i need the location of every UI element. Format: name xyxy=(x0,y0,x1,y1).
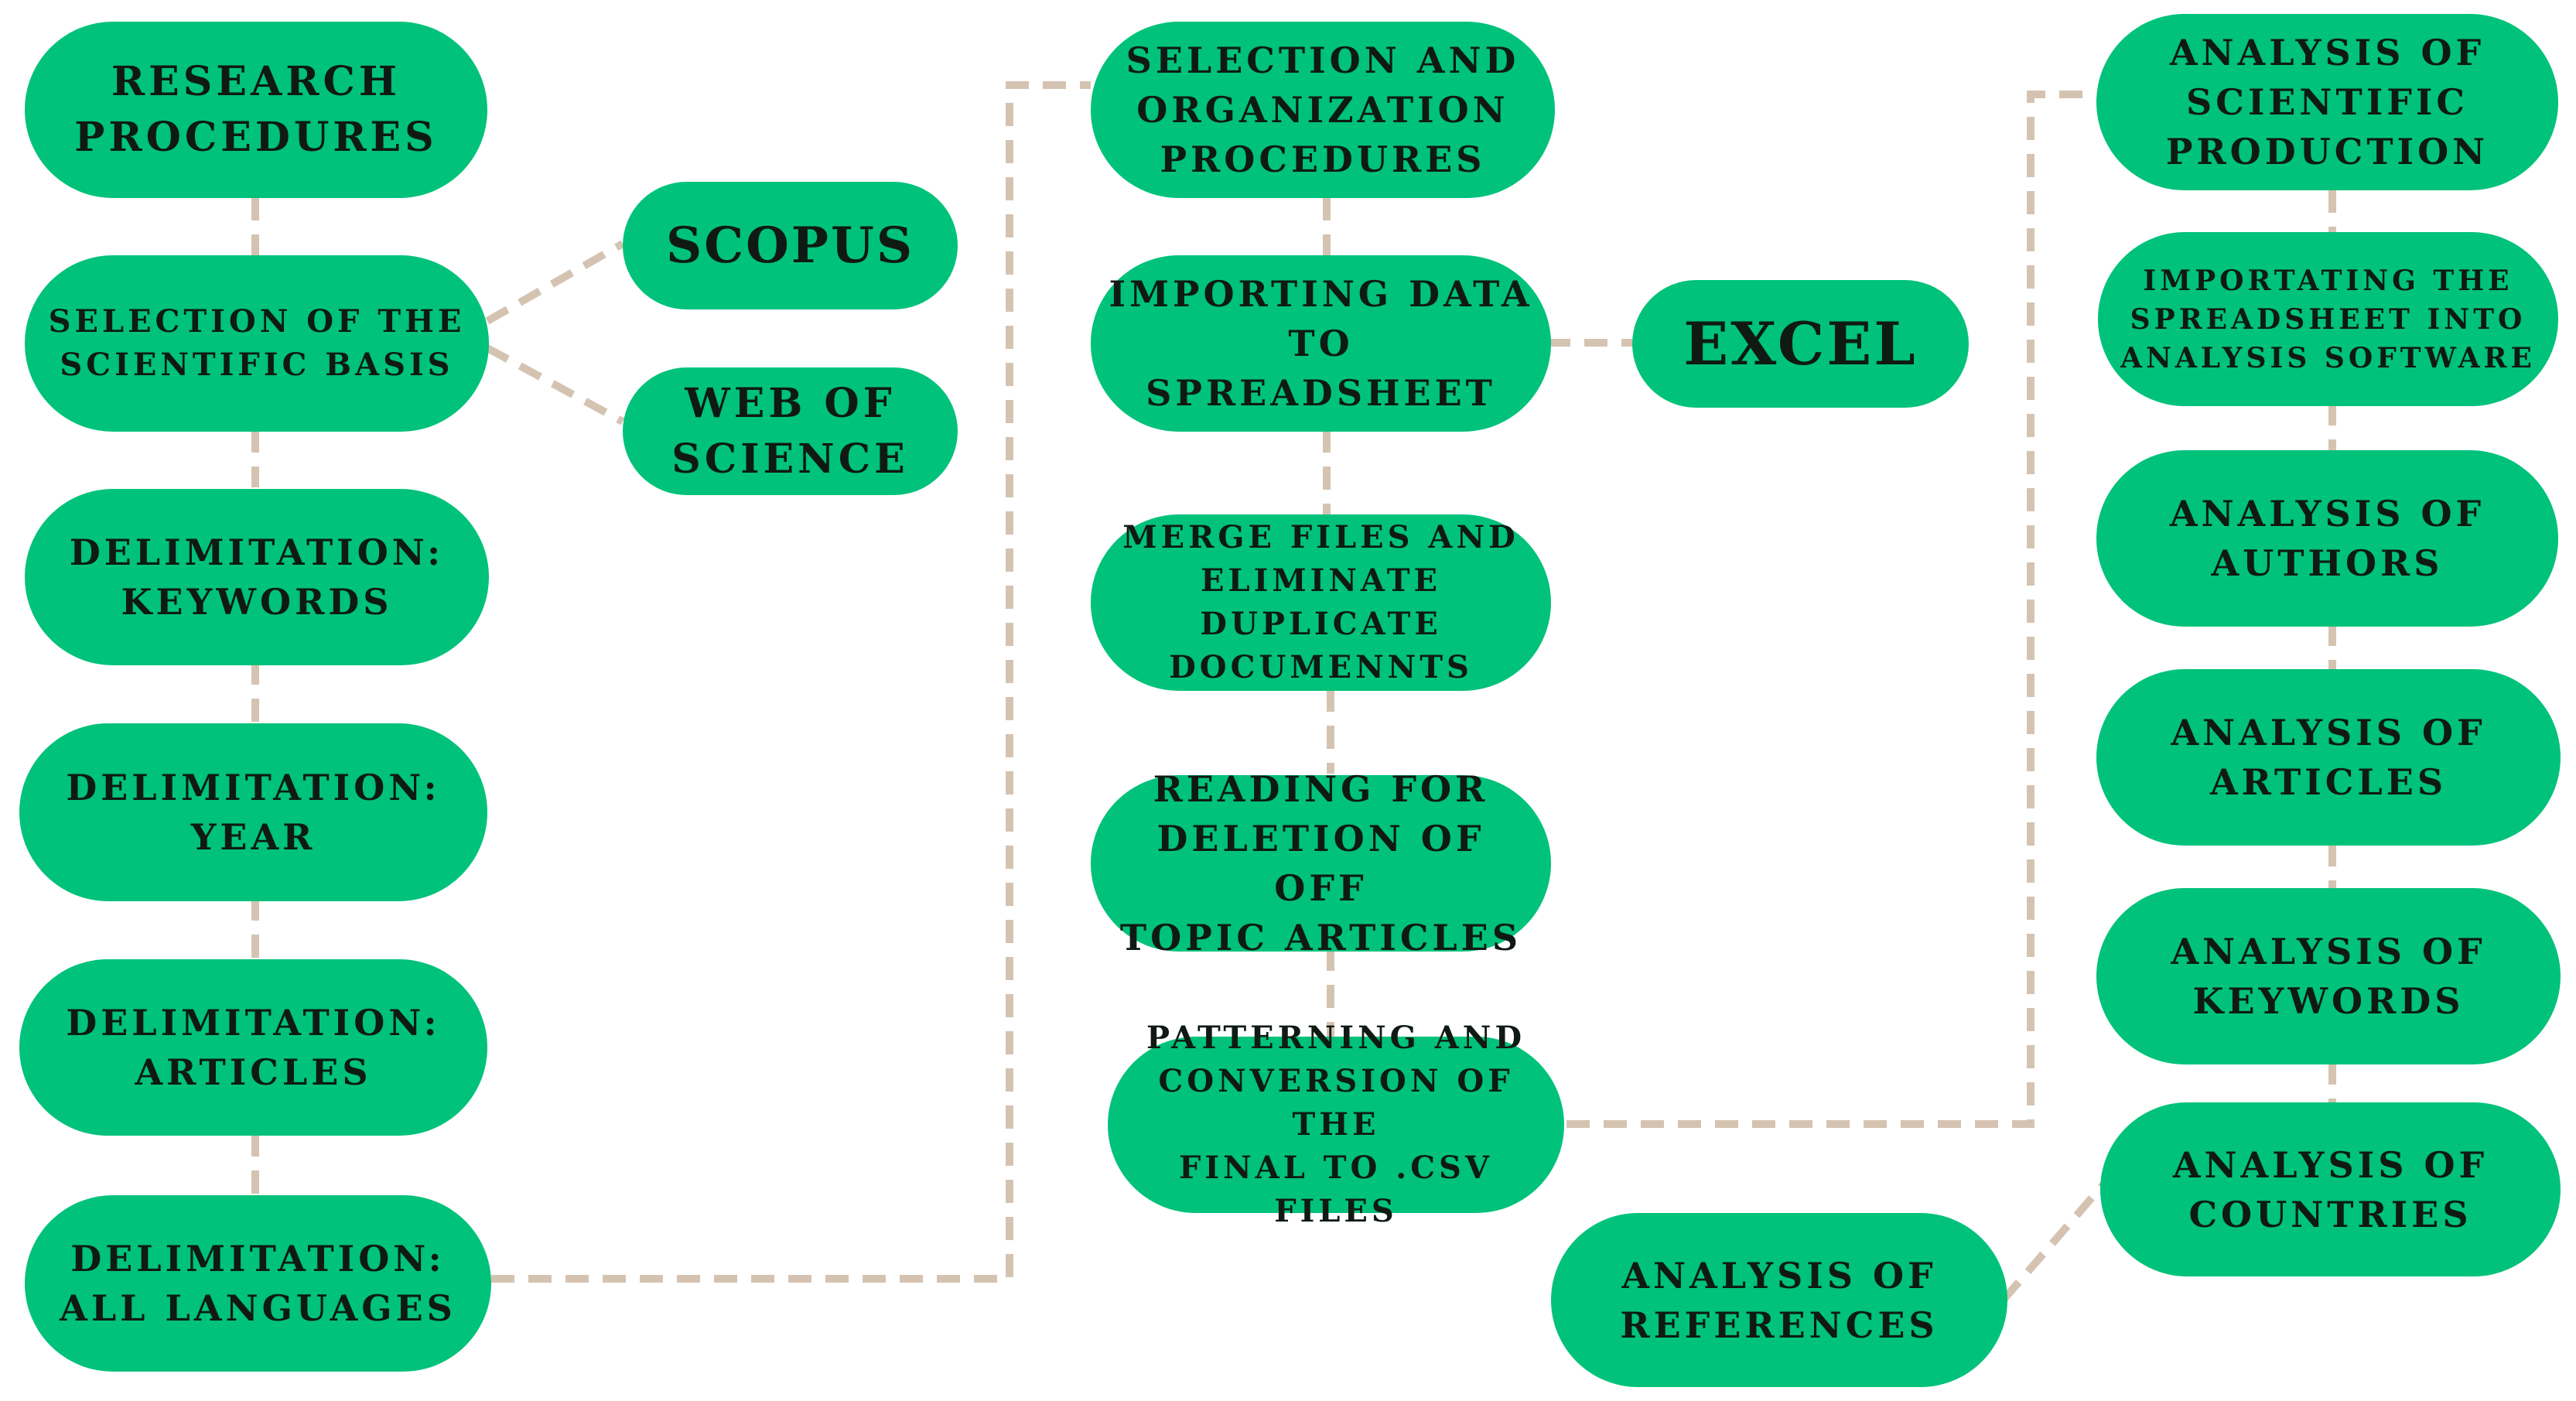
node-reading-for-deletion: READING FOR DELETION OF OFF TOPIC ARTICL… xyxy=(1091,768,1551,958)
node-patterning-and-conversion: PATTERNING AND CONVERSION OF THE FINAL T… xyxy=(1108,1020,1564,1229)
node-analysis-of-references: ANALYSIS OF REFERENCES xyxy=(1551,1213,2007,1387)
node-delimitation-keywords: DELIMITATION: KEYWORDS xyxy=(25,489,489,665)
node-importing-the-spreadsheet: IMPORTATING THE SPREADSHEET INTO ANALYSI… xyxy=(2098,232,2558,406)
node-merge-files: MERGE FILES AND ELIMINATE DUPLICATE DOCU… xyxy=(1091,514,1551,691)
connector-line xyxy=(485,240,625,325)
node-research-procedures: RESEARCH PROCEDURES xyxy=(25,22,487,198)
node-selection-and-organization-procedures: SELECTION AND ORGANIZATION PROCEDURES xyxy=(1091,22,1555,198)
node-analysis-of-keywords: ANALYSIS OF KEYWORDS xyxy=(2096,888,2561,1064)
node-importing-data-to-spreadsheet: IMPORTING DATA TO SPREADSHEET xyxy=(1091,255,1551,432)
node-web-of-science: WEB OF SCIENCE xyxy=(623,367,958,495)
node-analysis-of-authors: ANALYSIS OF AUTHORS xyxy=(2096,450,2558,627)
connector-line xyxy=(491,81,1091,1283)
node-delimitation-year: DELIMITATION: YEAR xyxy=(19,723,487,901)
node-delimitation-all-languages: DELIMITATION: ALL LANGUAGES xyxy=(25,1195,491,1372)
node-delimitation-articles: DELIMITATION: ARTICLES xyxy=(19,959,487,1136)
node-scopus: SCOPUS xyxy=(623,182,958,309)
connector-line xyxy=(1566,91,2096,1128)
node-selection-of-the-scientific-basis: SELECTION OF THE SCIENTIFIC BASIS xyxy=(25,255,489,432)
node-excel: EXCEL xyxy=(1632,280,1969,408)
connector-line xyxy=(2000,1181,2107,1303)
node-analysis-of-articles: ANALYSIS OF ARTICLES xyxy=(2096,669,2561,846)
node-analysis-of-countries: ANALYSIS OF COUNTRIES xyxy=(2100,1102,2561,1276)
node-analysis-of-scientific-production: ANALYSIS OF SCIENTIFIC PRODUCTION xyxy=(2096,14,2558,190)
connector-line xyxy=(485,344,625,425)
